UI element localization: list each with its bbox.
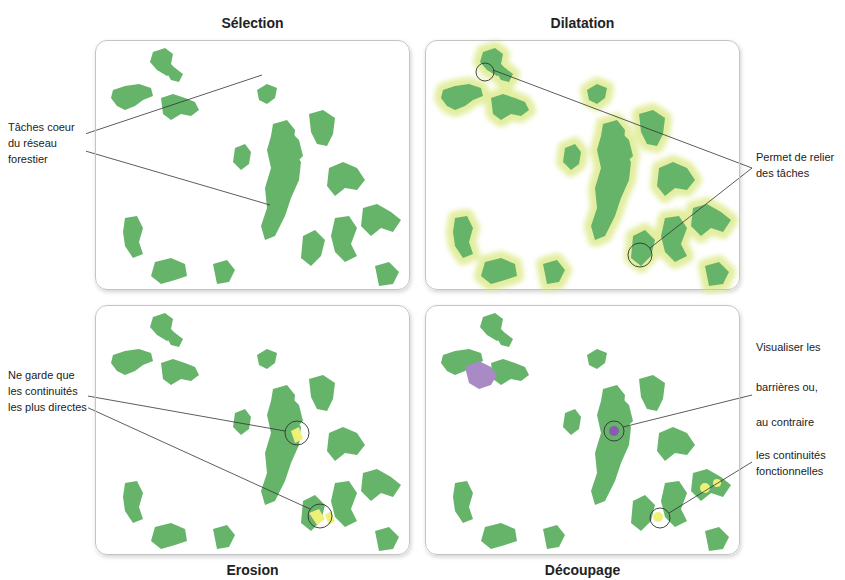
callout-label: Visualiser les (756, 340, 840, 356)
callout-label: barrières ou, (756, 380, 840, 396)
callout-label: Ne garde que les continuités les plus di… (8, 368, 88, 416)
callout-label: Permet de relier des tâches (756, 150, 840, 182)
map-panel: Dilatation (425, 40, 740, 290)
callout-label: les continuités fonctionnelles (756, 448, 840, 480)
panel-title: Erosion (96, 562, 409, 578)
callout-label: Tâches coeur du réseau forestier (8, 120, 86, 168)
map-panel: Découpage (425, 305, 740, 555)
callout-label: au contraire (756, 415, 840, 431)
panel-title: Dilatation (426, 15, 739, 31)
map-panel: Erosion (95, 305, 410, 555)
map-panel: Sélection (95, 40, 410, 290)
panel-title: Découpage (426, 562, 739, 578)
panel-title: Sélection (96, 15, 409, 31)
